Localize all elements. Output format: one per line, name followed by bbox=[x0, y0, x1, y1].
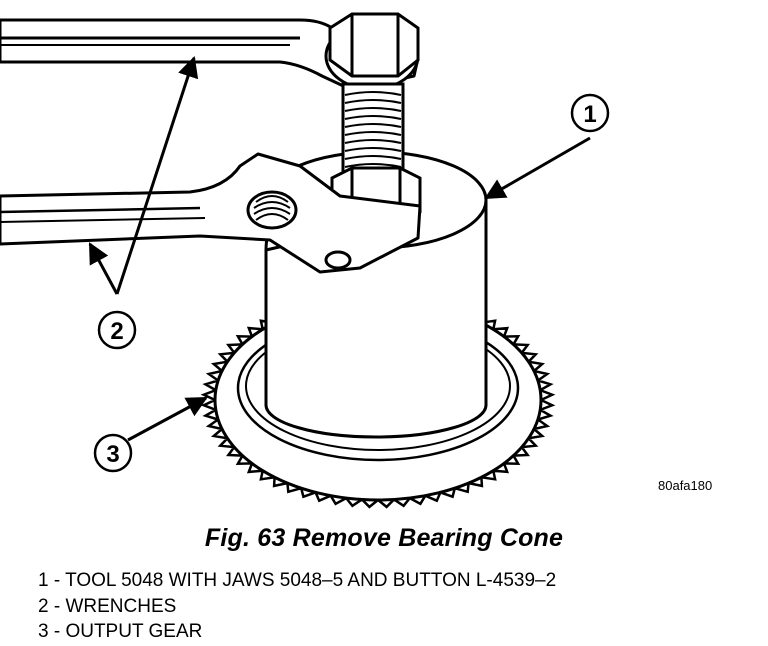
screw-thread bbox=[344, 99, 402, 104]
legend-item-wrenches: 2 - WRENCHES bbox=[38, 595, 177, 617]
screw-thread bbox=[344, 147, 402, 152]
screw-thread bbox=[344, 163, 402, 168]
screw-thread bbox=[344, 115, 402, 120]
adjustable-wrench bbox=[0, 152, 422, 274]
svg-text:3: 3 bbox=[106, 441, 119, 468]
legend-item-output-gear: 3 - OUTPUT GEAR bbox=[38, 621, 203, 642]
screw-thread bbox=[344, 155, 402, 160]
figure-reference-code: 80afa180 bbox=[658, 478, 712, 493]
figure-legend: 1 - TOOL 5048 WITH JAWS 5048–5 AND BUTTO… bbox=[38, 568, 556, 645]
callout-2: 2 bbox=[88, 56, 199, 350]
screw-thread bbox=[344, 123, 402, 128]
bearing-removal-illustration: 1 2 3 80afa180 bbox=[0, 12, 712, 509]
callout-3: 3 bbox=[93, 396, 208, 473]
callout-1: 1 bbox=[484, 93, 610, 200]
forcing-screw bbox=[328, 12, 422, 224]
svg-text:1: 1 bbox=[583, 101, 596, 128]
figure-caption: Fig. 63 Remove Bearing Cone bbox=[204, 524, 564, 552]
screw-thread bbox=[344, 107, 402, 112]
svg-text:2: 2 bbox=[110, 318, 123, 345]
screw-thread bbox=[344, 131, 402, 136]
screw-thread bbox=[344, 91, 402, 96]
legend-item-tool: 1 - TOOL 5048 WITH JAWS 5048–5 AND BUTTO… bbox=[38, 570, 557, 591]
screw-thread bbox=[344, 139, 402, 144]
